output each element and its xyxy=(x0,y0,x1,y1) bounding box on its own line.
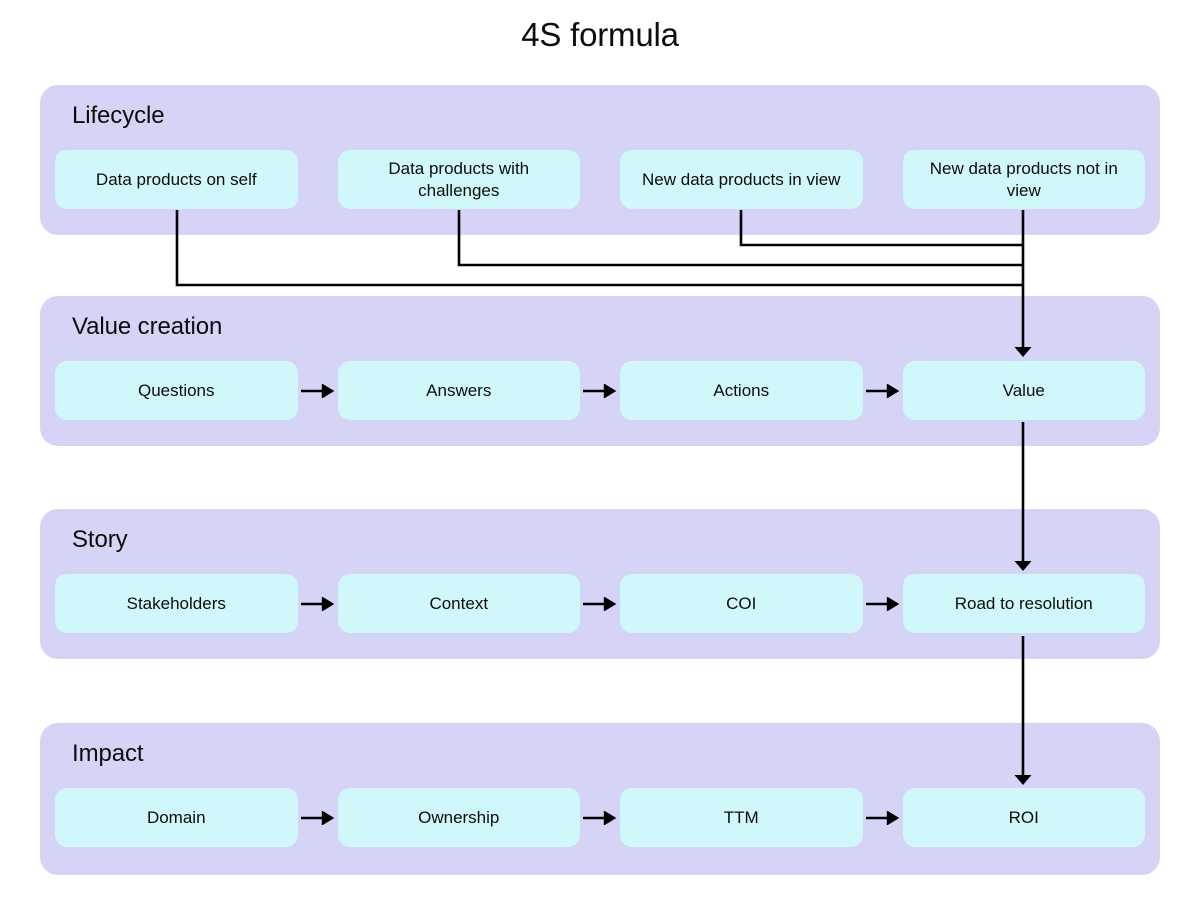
node-context[interactable]: Context xyxy=(337,574,580,633)
node-roi[interactable]: ROI xyxy=(902,788,1145,847)
arrow-right-icon xyxy=(298,361,338,420)
node-value[interactable]: Value xyxy=(902,361,1145,420)
node-row-lifecycle: Data products on self Data products with… xyxy=(55,150,1145,209)
node-actions[interactable]: Actions xyxy=(620,361,863,420)
section-title-value-creation: Value creation xyxy=(72,313,223,340)
section-impact: Impact Domain Ownership TTM ROI xyxy=(40,723,1160,875)
section-story: Story Stakeholders Context COI Road to r… xyxy=(40,509,1160,659)
arrow-right-icon xyxy=(580,788,620,847)
section-lifecycle: Lifecycle Data products on self Data pro… xyxy=(40,85,1160,235)
node-data-products-on-self[interactable]: Data products on self xyxy=(55,150,298,209)
section-title-story: Story xyxy=(72,526,128,553)
arrow-right-icon xyxy=(863,788,903,847)
arrow-right-icon xyxy=(580,361,620,420)
section-value-creation: Value creation Questions Answers Actions… xyxy=(40,296,1160,446)
node-row-value-creation: Questions Answers Actions Value xyxy=(55,361,1145,420)
node-new-data-products-not-in-view[interactable]: New data products not in view xyxy=(902,150,1145,209)
node-coi[interactable]: COI xyxy=(620,574,863,633)
arrow-right-icon xyxy=(298,574,338,633)
node-new-data-products-in-view[interactable]: New data products in view xyxy=(620,150,863,209)
node-gap xyxy=(580,150,620,209)
node-row-story: Stakeholders Context COI Road to resolut… xyxy=(55,574,1145,633)
node-ttm[interactable]: TTM xyxy=(620,788,863,847)
arrow-right-icon xyxy=(863,361,903,420)
arrow-right-icon xyxy=(298,788,338,847)
arrow-right-icon xyxy=(580,574,620,633)
arrow-right-icon xyxy=(863,574,903,633)
node-domain[interactable]: Domain xyxy=(55,788,298,847)
node-row-impact: Domain Ownership TTM ROI xyxy=(55,788,1145,847)
page-title: 4S formula xyxy=(521,16,679,53)
node-gap xyxy=(298,150,338,209)
node-answers[interactable]: Answers xyxy=(337,361,580,420)
node-road-to-resolution[interactable]: Road to resolution xyxy=(902,574,1145,633)
node-gap xyxy=(863,150,903,209)
section-title-lifecycle: Lifecycle xyxy=(72,102,165,129)
section-title-impact: Impact xyxy=(72,740,144,767)
node-questions[interactable]: Questions xyxy=(55,361,298,420)
node-data-products-with-challenges[interactable]: Data products with challenges xyxy=(337,150,580,209)
node-ownership[interactable]: Ownership xyxy=(337,788,580,847)
node-stakeholders[interactable]: Stakeholders xyxy=(55,574,298,633)
